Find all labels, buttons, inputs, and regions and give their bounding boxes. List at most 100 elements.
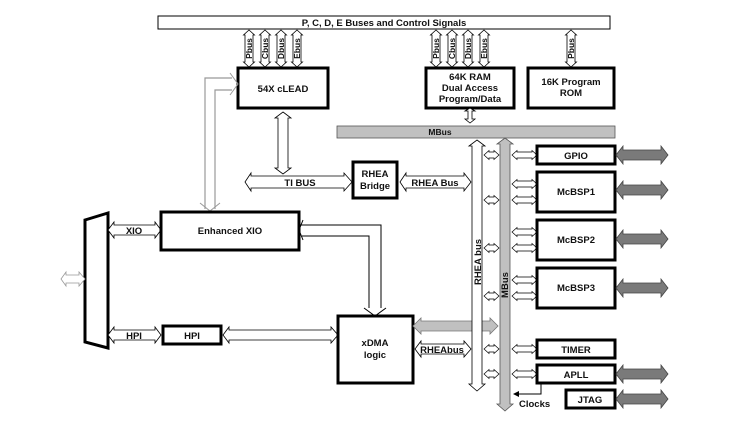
rhea-bus-vertical: RHEA bus xyxy=(467,139,487,392)
gpio-external-arrow xyxy=(615,144,669,166)
bus-tap-label: Cbus xyxy=(447,38,457,60)
bus-tap-ram-pbus: Pbus xyxy=(429,29,443,68)
hpi-bus: HPI xyxy=(107,325,162,345)
ram-label-1: 64K RAM xyxy=(449,72,491,83)
bus-tap-label: Dbus xyxy=(463,38,473,60)
jtag-external-arrow xyxy=(615,388,669,410)
rom-block: 16K Program ROM xyxy=(526,66,616,110)
xdma-label-1: xDMA xyxy=(362,338,389,349)
mcbsp2-label: McBSP2 xyxy=(557,235,595,246)
ram-block: 64K RAM Dual Access Program/Data xyxy=(424,66,516,110)
mbus-connector xyxy=(511,290,538,302)
ram-label-2: Dual Access xyxy=(442,83,498,94)
hpi-bus-label: HPI xyxy=(126,331,142,342)
bus-tap-ram-ebus: Ebus xyxy=(477,29,491,68)
rhea-bridge-label-1: RHEA xyxy=(362,169,389,180)
clead-tibus-arrow xyxy=(273,111,293,175)
mcbsp3-label: McBSP3 xyxy=(557,283,595,294)
apll-block: APLL xyxy=(535,363,617,385)
mcbsp3-external-arrow xyxy=(615,277,669,299)
rom-label-1: 16K Program xyxy=(541,77,600,88)
mcbsp2-block: McBSP2 xyxy=(535,218,617,262)
bus-tap-label: Pbus xyxy=(244,38,254,59)
xdma-mbus-arrow xyxy=(412,317,499,335)
bus-tap-label: Dbus xyxy=(276,38,286,60)
ti-bus: TI BUS xyxy=(244,171,353,193)
mcbsp1-block: McBSP1 xyxy=(535,170,617,214)
mbus-connector xyxy=(511,368,538,380)
bus-tap-ram-dbus: Dbus xyxy=(461,29,475,68)
hpi-label: HPI xyxy=(184,331,200,342)
bus-tap-clead-cbus: Cbus xyxy=(258,29,272,68)
hpi-block: HPI xyxy=(161,324,223,346)
rhea-connector xyxy=(483,194,500,206)
ram-label-3: Program/Data xyxy=(439,94,502,105)
mcbsp1-label: McBSP1 xyxy=(557,187,596,198)
bus-tap-label: Pbus xyxy=(566,38,576,59)
mbus-connector xyxy=(511,149,538,161)
mbus-connector xyxy=(511,274,538,286)
xio-xdma-arrow xyxy=(298,219,387,317)
jtag-block: JTAG xyxy=(564,388,617,410)
external-interface-mux xyxy=(83,210,110,350)
bus-tap-rom-pbus: Pbus xyxy=(564,29,578,68)
apll-label: APLL xyxy=(564,370,589,381)
rhea-connector xyxy=(483,343,500,355)
external-arrows xyxy=(615,144,669,410)
mbus-horizontal-label: MBus xyxy=(428,127,451,137)
mbus-vertical: MBus xyxy=(495,137,515,412)
ti-bus-label: TI BUS xyxy=(284,178,315,189)
bus-tap-label: Ebus xyxy=(479,38,489,59)
rhea-connector xyxy=(483,149,500,161)
mbus-horizontal: MBus xyxy=(336,125,616,139)
bus-tap-label: Ebus xyxy=(292,38,302,59)
rhea-bus-vertical-label: RHEA bus xyxy=(473,239,484,285)
bus-tap-ram-cbus: Cbus xyxy=(445,29,459,68)
rhea-bus-label: RHEA Bus xyxy=(411,178,458,189)
mcbsp3-block: McBSP3 xyxy=(535,266,617,310)
rheabus-arrow: RHEAbus xyxy=(414,339,472,359)
mcbsp1-external-arrow xyxy=(615,179,669,201)
clead-label: 54X cLEAD xyxy=(258,84,309,95)
rhea-connector xyxy=(483,368,500,380)
rhea-bridge-block: RHEA Bridge xyxy=(351,160,399,200)
bus-taps: Pbus Cbus Dbus Ebus Pbus Cbus Dbus Ebus Pbus xyxy=(242,29,578,68)
enhanced-xio-label: Enhanced XIO xyxy=(198,226,262,237)
bus-tap-label: Pbus xyxy=(431,38,441,59)
rhea-connector xyxy=(483,290,500,302)
mbus-connector xyxy=(511,226,538,238)
mbus-connector xyxy=(511,242,538,254)
xdma-logic-block: xDMA logic xyxy=(336,314,415,385)
xdma-label-2: logic xyxy=(364,350,386,361)
external-port-arrow xyxy=(60,270,86,288)
bus-tap-label: Cbus xyxy=(260,38,270,60)
rhea-connector xyxy=(483,242,500,254)
gpio-label: GPIO xyxy=(564,151,588,162)
rheabus-label: RHEAbus xyxy=(420,345,464,356)
clocks-label: Clocks xyxy=(519,399,550,410)
mbus-connector xyxy=(511,178,538,190)
ram-mbus-arrow xyxy=(463,107,477,124)
control-bus-title: P, C, D, E Buses and Control Signals xyxy=(302,18,467,29)
clead-block: 54X cLEAD xyxy=(236,66,330,110)
jtag-label: JTAG xyxy=(578,395,603,406)
mcbsp2-external-arrow xyxy=(615,228,669,250)
peripheral-connectors xyxy=(483,149,538,380)
mbus-connector xyxy=(511,194,538,206)
bus-tap-clead-pbus: Pbus xyxy=(242,29,256,68)
rhea-bus: RHEA Bus xyxy=(399,171,472,193)
enhanced-xio-block: Enhanced XIO xyxy=(159,210,301,252)
mbus-connector xyxy=(511,343,538,355)
hpi-xdma-arrow xyxy=(222,325,339,345)
gpio-block: GPIO xyxy=(535,144,617,166)
bus-tap-clead-ebus: Ebus xyxy=(290,29,304,68)
clocks-line: Clocks xyxy=(513,383,550,410)
mbus-vertical-label: MBus xyxy=(500,272,511,298)
bus-tap-clead-dbus: Dbus xyxy=(274,29,288,68)
timer-label: TIMER xyxy=(561,345,591,356)
rhea-bridge-label-2: Bridge xyxy=(360,181,390,192)
control-bus-bar: P, C, D, E Buses and Control Signals xyxy=(157,15,611,30)
rom-label-2: ROM xyxy=(560,88,582,99)
timer-block: TIMER xyxy=(535,338,617,360)
